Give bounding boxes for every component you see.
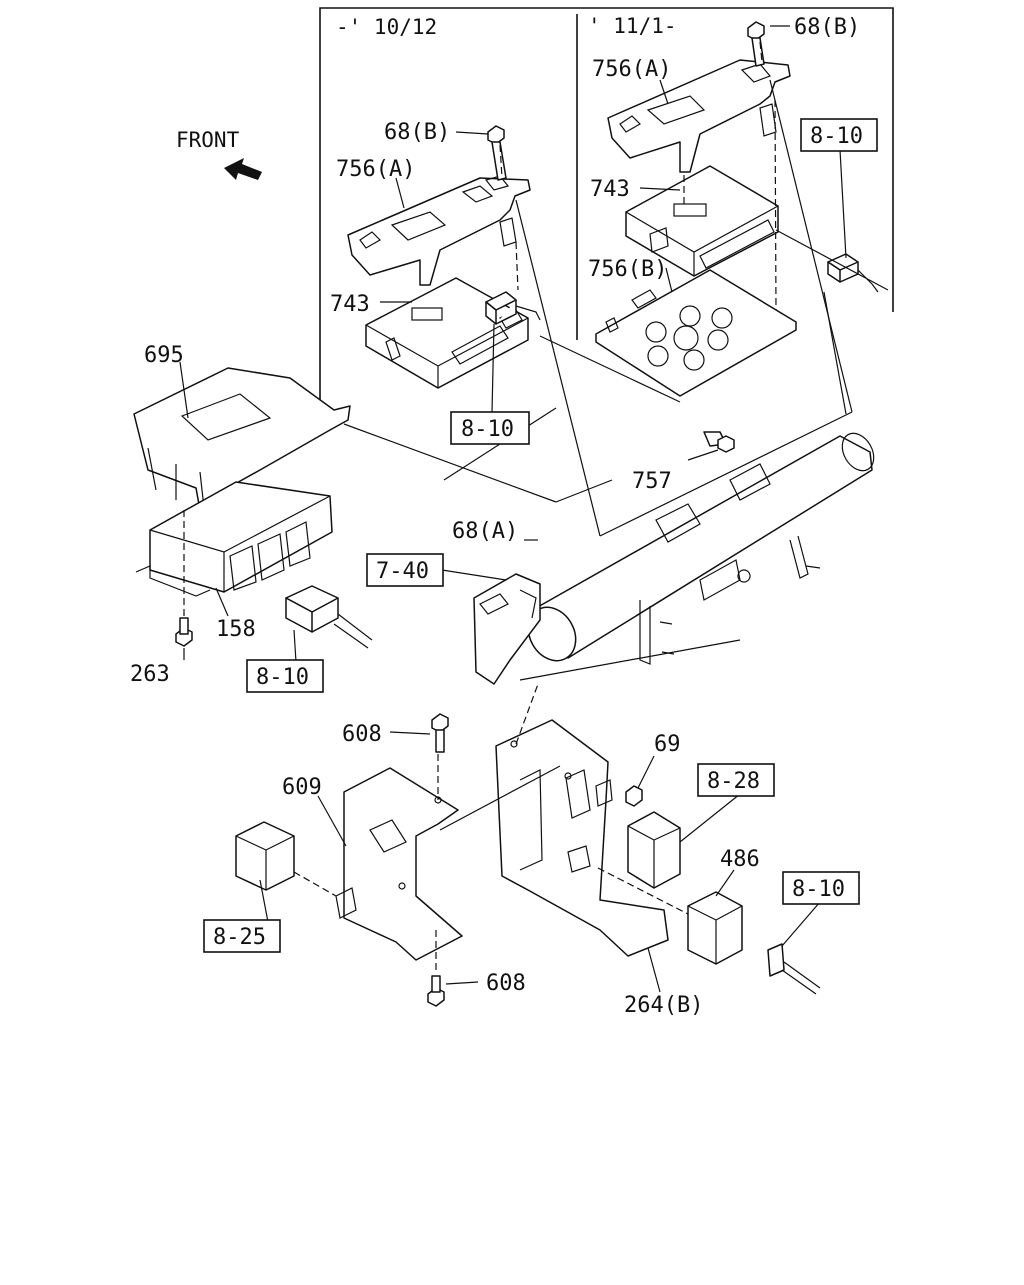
module-158 [135,481,333,597]
ref-8-10-right-inset: 8-10 [810,124,863,149]
unit-8-28 [627,811,681,889]
period-label-left: -' 10/12 [336,15,437,39]
callout-609: 609 [282,775,322,800]
bracket-695 [133,367,351,511]
ref-7-40: 7-40 [376,559,429,584]
connector-158 [285,585,373,649]
callout-757: 757 [632,469,672,494]
callout-labels: 68(B) 756(A) 743 68(B) 756(A) 743 756(B)… [130,15,860,1018]
callout-756b-right: 756(B) [588,257,667,282]
tray-756b-right [595,269,797,397]
leader-8-25 [293,871,337,897]
link-609-264b [439,765,561,831]
callout-608-bottom: 608 [486,971,526,996]
bolt-68b-left [487,125,507,181]
callout-743-right: 743 [590,177,630,202]
front-arrow-icon [224,158,262,180]
relay-8-25 [235,821,295,891]
relay-486 [687,891,743,965]
callout-756a-right: 756(A) [592,57,671,82]
bolt-757 [703,431,735,453]
callout-68b-left: 68(B) [384,120,450,145]
callout-743-left: 743 [330,292,370,317]
bracket-609 [335,767,463,961]
module-743-right [625,165,779,277]
callout-264b: 264(B) [624,993,703,1018]
callout-695: 695 [144,343,184,368]
ref-8-10-relay-486: 8-10 [792,877,845,902]
reference-boxes: 8-10 8-10 7-40 8-10 8-28 8-10 8-25 [203,118,878,953]
front-indicator: FRONT [176,128,262,180]
connector-486 [767,943,821,995]
ref-8-28: 8-28 [707,769,760,794]
callout-608-top: 608 [342,722,382,747]
bracket-756a-left [347,175,531,286]
connector-right-inset [827,253,879,293]
callout-leaders [179,25,847,993]
bracket-756a-right [607,59,791,173]
cross-member-tube [527,432,875,665]
connector-left-inset [485,291,541,325]
leader-lines [343,41,889,537]
bolt-608-bottom [427,975,445,1007]
callout-486: 486 [720,847,760,872]
leader-bracket-tube-2 [519,639,741,681]
bolt-608-top [431,713,449,753]
callout-158: 158 [216,617,256,642]
callout-68a: 68(A) [452,519,518,544]
callout-68b-right: 68(B) [794,15,860,40]
nut-69 [625,785,643,807]
bolt-263 [175,617,193,647]
leader-486 [597,867,689,915]
period-label-right: ' 11/1- [588,14,677,38]
bolt-68b-right [747,21,765,67]
ref-8-10-left-inset: 8-10 [461,417,514,442]
front-label: FRONT [176,128,240,152]
inset-frame: -' 10/12 ' 11/1- [319,7,894,400]
callout-263: 263 [130,662,170,687]
callout-69: 69 [654,732,681,757]
ref-8-10-module-158: 8-10 [256,665,309,690]
bracket-264b [495,719,669,957]
ref-8-25: 8-25 [213,925,266,950]
bracket-7-40 [473,573,541,685]
callout-756a-left: 756(A) [336,157,415,182]
